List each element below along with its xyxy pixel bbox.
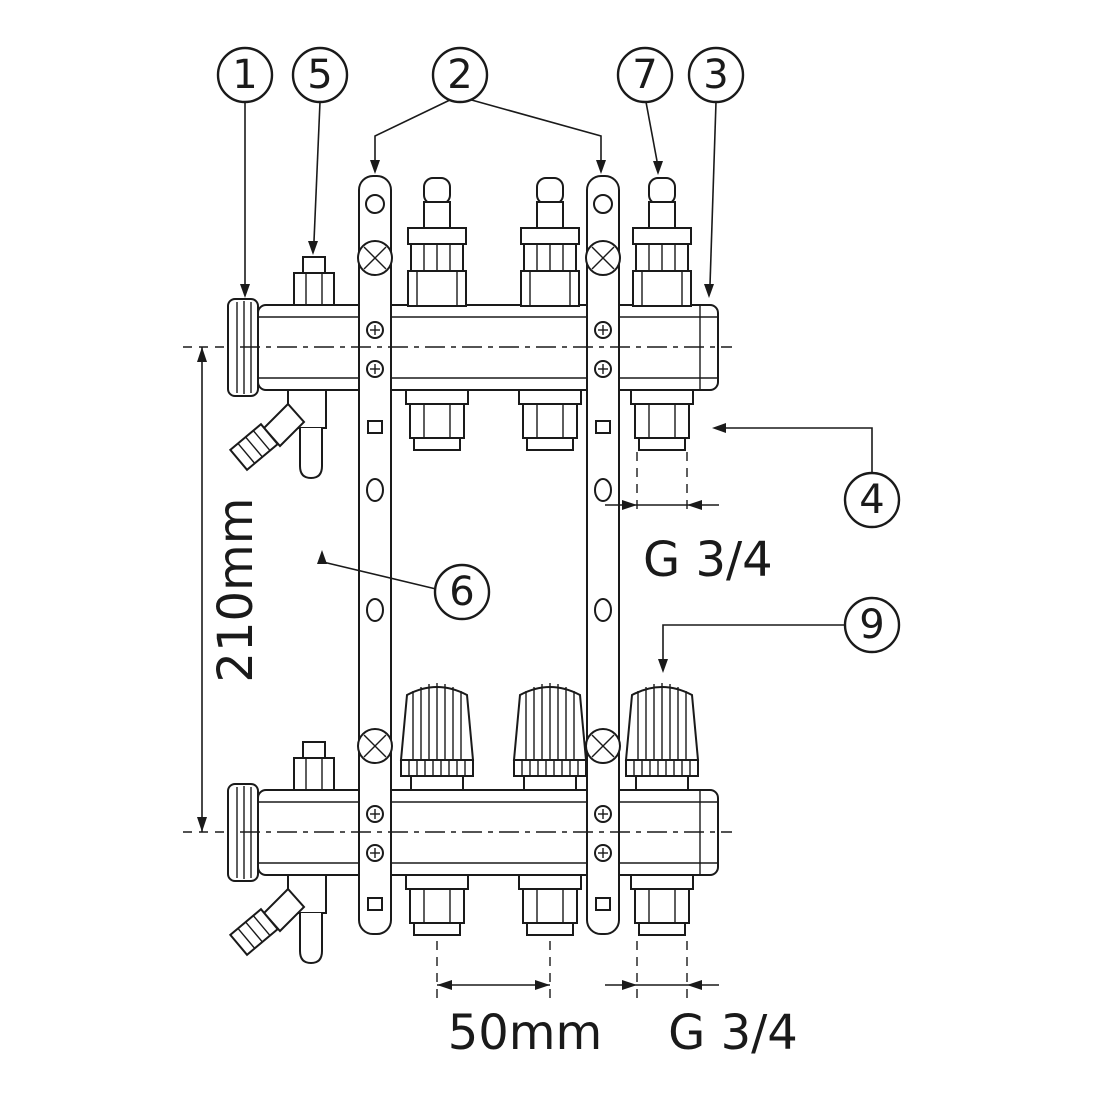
arrowhead-left [687,980,702,990]
callout-3-label: 3 [703,52,728,98]
callout-5: 5 [291,46,349,255]
flow-meter [407,177,467,307]
dimension-thread-bottom: G 3/4 [605,941,798,1061]
arrowhead [308,241,318,255]
outlet-connector [630,874,694,936]
arrowhead [658,659,668,673]
arrowhead [370,160,380,174]
callout-3-circle [687,46,745,104]
arrowhead-right [535,980,550,990]
callout-2-circle [431,46,489,104]
vent-plug-top [293,256,335,307]
arrowhead [712,423,726,433]
outlet-connector [630,389,694,451]
callout-6: 6 [317,550,491,621]
callout-9: 9 [658,596,901,673]
dimension-spacing-label: 50mm [448,1005,603,1061]
arrowhead [596,160,606,174]
arrowhead-right [622,500,637,510]
callout-1-circle [216,46,274,104]
valve-cap [625,682,699,791]
callout-7: 7 [616,46,674,175]
callout-3: 3 [687,46,745,298]
drain-valve-top [229,389,327,479]
callout-9-circle [843,596,901,654]
dimension-height: 210mm [183,346,330,833]
outlet-connector [518,389,582,451]
dimension-spacing: 50mm [436,941,603,1061]
drain-valve-bottom [229,874,327,964]
callout-5-circle [291,46,349,104]
dimension-thread-mid-label: G 3/4 [643,532,773,588]
callout-1: 1 [216,46,274,298]
callout-7-circle [616,46,674,104]
dimension-thread-bottom-label: G 3/4 [668,1005,798,1061]
callout-4-label: 4 [859,477,884,523]
flow-meter [520,177,580,307]
arrowhead [317,550,327,564]
callout-6-circle [433,563,491,621]
arrowhead-right [622,980,637,990]
callout-7-label: 7 [632,52,657,98]
arrowhead [240,284,250,298]
arrowhead [653,161,663,175]
arrowhead-left [687,500,702,510]
outlet-connector [518,874,582,936]
callout-6-label: 6 [449,569,474,615]
callout-4: 4 [712,423,901,529]
mounting-bracket-left [357,175,393,935]
callout-4-circle [843,471,901,529]
arrowhead-up [197,347,207,362]
dimension-thread-mid: G 3/4 [605,452,773,588]
outlet-connector [405,874,469,936]
callout-2-label: 2 [447,52,472,98]
callout-5-label: 5 [307,52,332,98]
callout-9-label: 9 [859,602,884,648]
arrowhead-down [197,817,207,832]
callout-2: 2 [370,46,606,174]
valve-cap [513,682,587,791]
callout-1-label: 1 [232,52,257,98]
dimension-height-label: 210mm [208,497,264,682]
outlet-connector [405,389,469,451]
arrowhead [704,284,714,298]
flow-meter [632,177,692,307]
valve-cap [400,682,474,791]
arrowhead-left [437,980,452,990]
mounting-bracket-right [585,175,621,935]
vent-plug-bottom [293,741,335,792]
